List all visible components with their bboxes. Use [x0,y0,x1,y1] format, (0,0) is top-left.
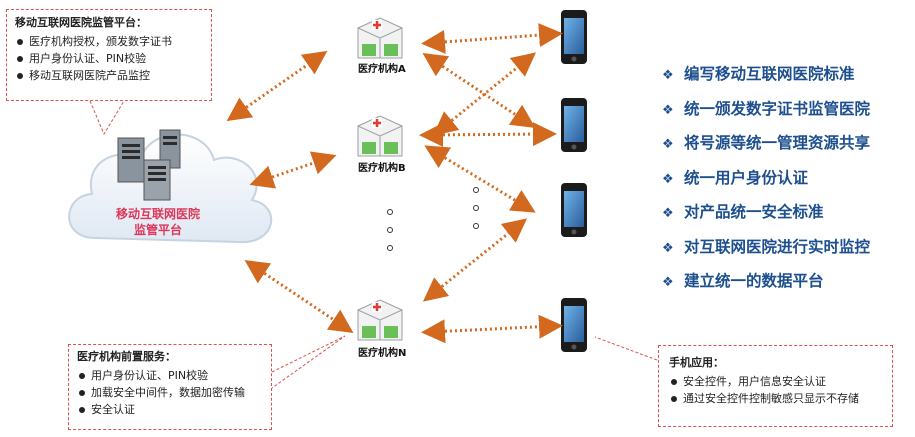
diamond-bullet-icon: ❖ [662,206,674,221]
platform-callout: 移动互联网医院监管平台： 医疗机构授权，颁发数字证书 用户身份认证、PIN校验 … [6,9,212,101]
goal-item: ❖ 编写移动互联网医院标准 [662,62,870,97]
list-item: 加载安全中间件，数据加密传输 [77,384,263,401]
hospital-n-icon [357,299,403,341]
diamond-bullet-icon: ❖ [662,240,674,256]
arrow-hospital-b-phone-2 [419,122,557,147]
cloud-label-line1: 移动互联网医院 [115,207,200,221]
goal-text: 对产品统一安全标准 [684,203,824,221]
ellipsis-dot [387,245,393,251]
cloud-platform-icon [68,129,273,244]
goal-item: ❖ 建立统一的数据平台 [662,269,870,304]
ellipsis-dot [473,205,479,211]
ellipsis-dot [387,209,393,215]
list-item: 安全控件，用户信息安全认证 [669,373,882,390]
arrow-cloud-hospital-n [244,259,354,334]
app-callout-tail [594,336,658,361]
front-service-callout: 医疗机构前置服务： 用户身份认证、PIN校验 加载安全中间件，数据加密传输 安全… [68,344,272,430]
arrow-cloud-hospital-b [249,151,337,189]
ellipsis-dot [387,227,393,233]
list-item: 医疗机构授权，颁发数字证书 [15,33,203,50]
list-item: 用户身份认证、PIN校验 [77,367,263,384]
arrow-hospital-b-phone-3 [424,145,536,213]
phone-2-icon [561,98,587,152]
goal-text: 对互联网医院进行实时监控 [684,237,871,256]
goal-item: ❖ 统一用户身份认证 [662,166,870,201]
hospital-n-label: 医疗机构N [358,348,407,359]
hospital-a-label: 医疗机构A [358,64,406,75]
arrow-cloud-hospital-a [226,50,328,122]
phone-3-icon [561,183,587,237]
arrow-hospital-a-phone-2 [422,53,536,128]
goal-item: ❖ 将号源等统一管理资源共享 [662,131,870,166]
arrow-hospital-a-phone-1 [421,23,563,54]
hospital-a-icon [357,17,403,59]
cloud-label-line2: 监管平台 [133,223,182,238]
diamond-bullet-icon: ❖ [662,137,674,152]
arrow-hospital-b-phone-1 [433,52,536,136]
goal-text: 编写移动互联网医院标准 [684,65,855,83]
front-callout-title: 医疗机构前置服务： [77,350,176,363]
diamond-bullet-icon: ❖ [662,275,674,290]
diamond-bullet-icon: ❖ [662,171,674,187]
phone-1-icon [561,10,587,64]
goal-item: ❖ 对互联网医院进行实时监控 [662,235,870,270]
goal-text: 统一颁发数字证书监管医院 [684,99,871,118]
goals-list: ❖ 编写移动互联网医院标准 ❖ 统一颁发数字证书监管医院 ❖ 将号源等统一管理资源共享… [662,62,870,304]
diamond-bullet-icon: ❖ [662,102,674,118]
platform-callout-tail [89,100,125,136]
hospital-b-icon [357,115,403,157]
ellipsis-dot [473,223,479,229]
cloud-label: 移动互联网医院 监管平台 [92,206,224,238]
hospital-b-label: 医疗机构B [358,163,406,174]
mobile-app-callout: 手机应用： 安全控件，用户信息安全认证 通过安全控件控制敏感只显示不存储 [658,345,893,427]
goal-item: ❖ 对产品统一安全标准 [662,200,870,235]
ellipsis-dot [473,187,479,193]
arrow-hospital-n-phone-4 [421,314,563,344]
app-callout-title: 手机应用： [669,356,724,369]
goal-text: 将号源等统一管理资源共享 [684,134,871,152]
arrow-hospital-n-phone-3 [422,218,528,302]
diamond-bullet-icon: ❖ [662,68,674,83]
goal-item: ❖ 统一颁发数字证书监管医院 [662,97,870,132]
goal-text: 统一用户身份认证 [684,168,809,187]
platform-callout-title: 移动互联网医院监管平台： [15,16,147,29]
goal-text: 建立统一的数据平台 [684,272,824,290]
list-item: 用户身份认证、PIN校验 [15,50,203,67]
list-item: 安全认证 [77,401,263,418]
list-item: 移动互联网医院产品监控 [15,67,203,84]
phone-4-icon [561,298,587,352]
front-callout-tail [271,335,346,389]
list-item: 通过安全控件控制敏感只显示不存储 [669,390,882,407]
